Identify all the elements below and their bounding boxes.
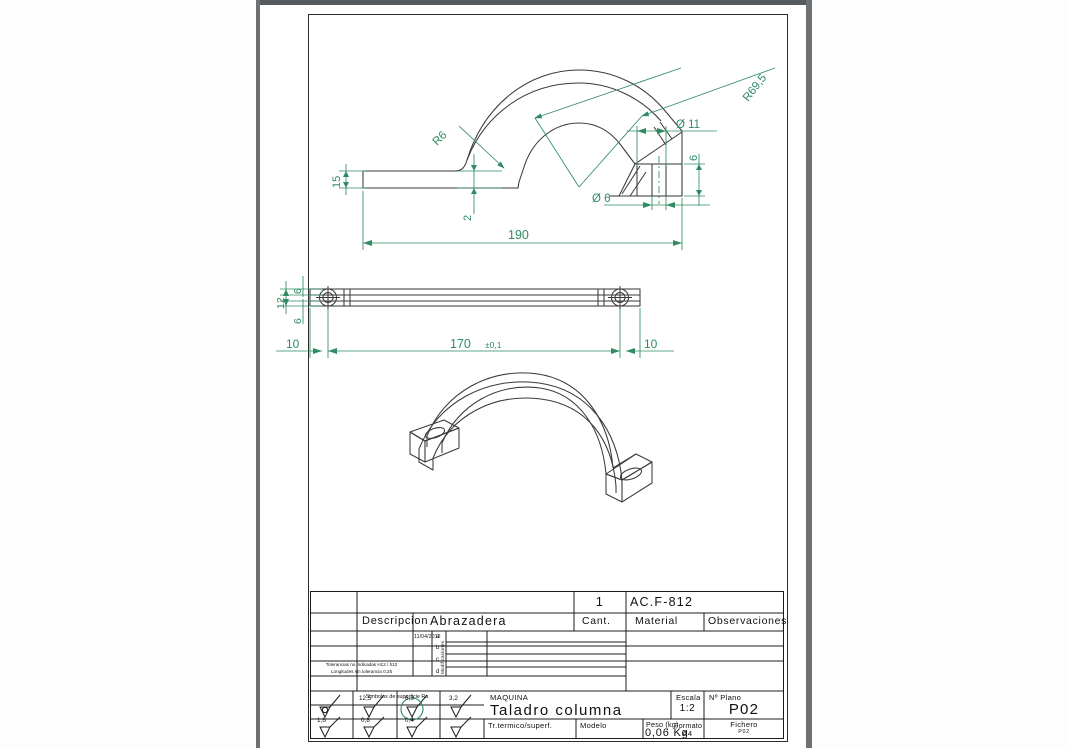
tolerance-note-line2: Longitudes sin tolerancia 0,25 <box>330 669 393 674</box>
tratamiento-label: Tr.termico/superf. <box>488 721 553 730</box>
formato-label: Formato <box>674 721 703 730</box>
viewer-left-gutter <box>0 0 256 748</box>
title-block-grid <box>310 591 784 739</box>
maquina-value: Taladro columna <box>490 702 623 719</box>
modificacion-row-a: a <box>436 634 440 640</box>
escala-label: Escala <box>676 693 701 702</box>
fichero-value: P02 <box>738 729 750 735</box>
observaciones-header: Observaciones <box>708 615 788 627</box>
dim-label-top-6a: 6 <box>292 288 304 294</box>
modificacion-row-b: b <box>436 645 440 651</box>
modelo-label: Modelo <box>580 721 607 730</box>
tolerance-note-line1: Tolerancias no indicadas H12 / h12 <box>325 662 398 667</box>
plano-value: P02 <box>728 701 760 718</box>
surface-symbols-header: Simbolos de superficie Ra <box>365 694 429 700</box>
maquina-label: MAQUINA <box>490 693 529 702</box>
viewer-right-gutter <box>812 0 1067 748</box>
viewer-frame-top <box>256 0 812 5</box>
surface-value-04: 0,4 <box>405 717 414 724</box>
revision-date: 11/04/2012 <box>414 634 441 640</box>
surface-value-125: 12,5 <box>359 695 372 702</box>
descripcion-value: Abrazadera <box>430 614 507 628</box>
dim-label-top-12: 12 <box>275 297 287 309</box>
modificacion-row-c: c <box>436 657 440 663</box>
fichero-label: Fichero <box>730 720 758 729</box>
surface-value-16: 1,6 <box>317 717 326 724</box>
surface-finish-symbols <box>319 694 472 739</box>
modificaciones-label: Modificaciones <box>440 640 445 674</box>
plano-label: Nº Plano <box>709 693 742 702</box>
surface-value-08: 0,8 <box>361 717 370 724</box>
peso-label: Peso (kg) <box>646 720 679 729</box>
viewer-frame-left <box>256 0 260 748</box>
qty-value: 1 <box>595 595 605 609</box>
drawing-sheet: R69,5 R62,5 R6 15 2 190 Ø 11 Ø 6 6 <box>262 6 804 748</box>
viewer-frame-right <box>806 0 812 748</box>
peso-value: 0,06 Kg <box>645 727 689 739</box>
material-value: AC.F-812 <box>630 595 694 609</box>
dim-label-top-10-left: 10 <box>286 337 300 351</box>
formato-value: A4 <box>682 729 693 738</box>
title-block: 1 AC.F-812 Descripcion Abrazadera Cant. … <box>310 591 788 739</box>
descripcion-header: Descripcion <box>362 615 429 627</box>
dim-label-top-6b: 6 <box>292 318 304 324</box>
surface-value-32: 3,2 <box>449 695 458 702</box>
modificacion-row-d: d <box>436 669 440 675</box>
cant-header: Cant. <box>582 615 611 627</box>
material-header: Material <box>635 615 678 627</box>
surface-value-63: 6,3 <box>405 695 414 702</box>
escala-value: 1:2 <box>679 703 696 714</box>
